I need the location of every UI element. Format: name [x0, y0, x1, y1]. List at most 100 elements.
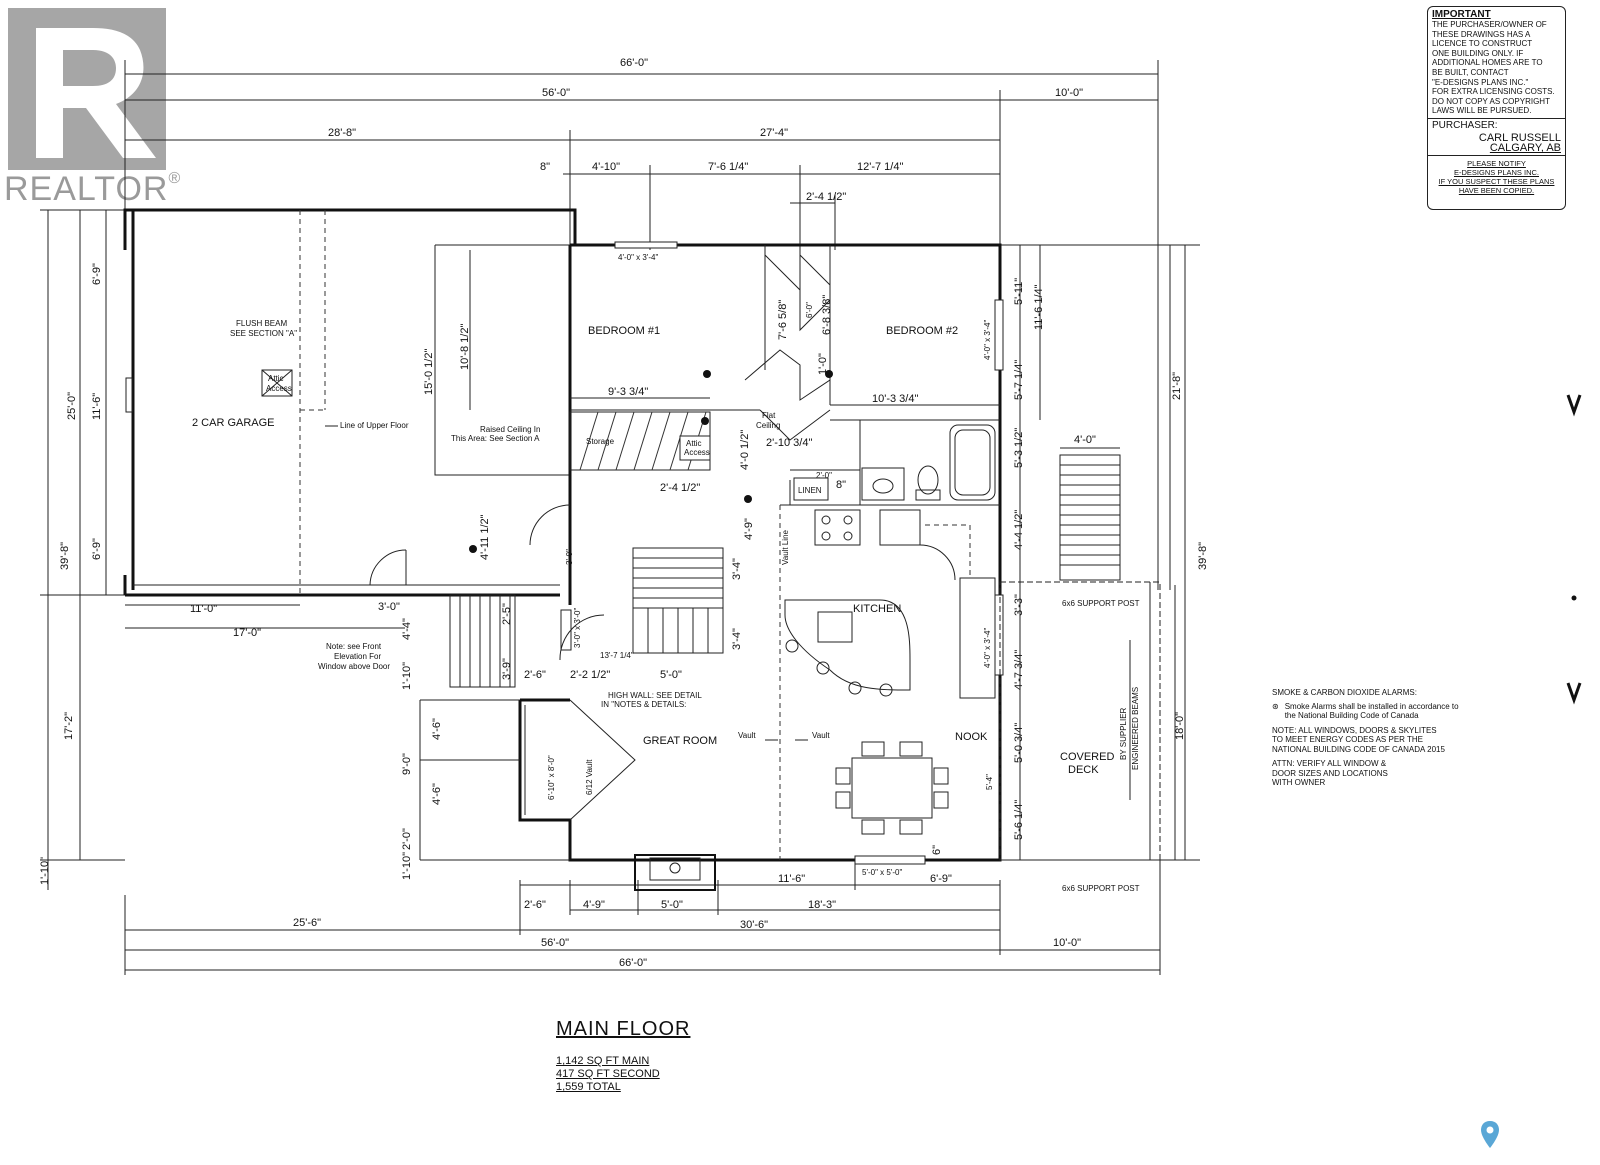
front-window-label: 5'-0" x 5'-0"	[862, 868, 902, 877]
dim-c-8: 8"	[836, 479, 846, 491]
realtor-text: REALTOR	[4, 170, 169, 208]
attn-note: ATTN: VERIFY ALL WINDOW & DOOR SIZES AND…	[1272, 759, 1388, 787]
dim-right-1800: 18'-0"	[1174, 712, 1186, 740]
front-note-1: Note: see Front	[326, 642, 382, 651]
dim-seg-8: 8"	[540, 161, 550, 173]
notice-body: THE PURCHASER/OWNER OF THESE DRAWINGS HA…	[1432, 20, 1555, 116]
dim-c-54: 5'-4"	[985, 774, 994, 790]
deck-label-2: DECK	[1068, 764, 1099, 776]
dim-left-2500: 25'-0"	[66, 392, 78, 420]
dim-right-2108: 21'-8"	[1171, 372, 1183, 400]
entry-window-label: 3'-0" x 3'-0"	[573, 608, 582, 648]
area-main: 1,142 SQ FT MAIN	[556, 1055, 650, 1067]
dim-bot-3006: 30'-6"	[740, 919, 768, 931]
area-total: 1,559 TOTAL	[556, 1081, 621, 1093]
dim-b1-9334: 9'-3 3/4"	[608, 386, 648, 398]
nook: NOOK GREAT ROOM Vault Vault Vault Line 6…	[318, 529, 992, 877]
alarms-heading: SMOKE & CARBON DIOXIDE ALARMS:	[1272, 688, 1417, 697]
kitchen: KITCHEN	[784, 509, 996, 699]
right-dimensions: 21'-8" 39'-8" 18'-0" 5'-11" 11'-6 1/4" 5…	[1000, 244, 1209, 861]
dim-c-49: 4'-9"	[743, 518, 755, 540]
dim-rs-33: 3'-3"	[1013, 594, 1025, 616]
dim-bot-116: 11'-6"	[778, 873, 805, 885]
area-second: 417 SQ FT SECOND	[556, 1068, 660, 1080]
copy-warning: PLEASE NOTIFY E-DESIGNS PLANS INC. IF YO…	[1438, 158, 1555, 195]
dim-c-2212: 2'-2 1/2"	[570, 669, 610, 681]
dim-rs-11614: 11'-6 1/4"	[1033, 284, 1045, 330]
dim-bot-69: 6'-9"	[930, 873, 952, 885]
map-pin-icon[interactable]	[1480, 1120, 1500, 1150]
garage: 2 CAR GARAGE FLUSH BEAM SEE SECTION "A" …	[123, 208, 577, 639]
dim-bot-total: 66'-0"	[619, 957, 647, 969]
dim-left-69a: 6'-9"	[91, 263, 103, 285]
bedrooms: BEDROOM #1 BEDROOM #2 4'-0" x 3'-4" 4'-0…	[570, 253, 1000, 406]
dim-b1-15012: 15'-0 1/2"	[423, 349, 435, 395]
covered-deck: 4'-0" COVERED DECK BY SUPPLIER ENGINEERE…	[999, 434, 1161, 893]
alarms-bullet-text: Smoke Alarms shall be installed in accor…	[1284, 701, 1459, 721]
bottom-dimensions: 25'-6" 56'-0" 10'-0" 30'-6" 66'-0" 2'-6"…	[124, 860, 1161, 975]
great-room-label: GREAT ROOM	[643, 735, 717, 747]
storage-label: Storage	[586, 437, 615, 446]
dim-c-6in: 6"	[931, 845, 943, 855]
dim-rs-5034: 5'-0 3/4"	[1013, 723, 1025, 763]
dim-g-1100: 11'-0"	[190, 603, 217, 615]
beams-2: ENGINEERED BEAMS	[1131, 687, 1140, 770]
raised-ceiling-1: Raised Ceiling In	[480, 425, 540, 434]
storage-stairs: Storage Attic Access Raised Ceiling In T…	[451, 411, 780, 471]
dim-right-3908: 39'-8"	[1197, 542, 1209, 570]
dim-left-69b: 6'-9"	[91, 538, 103, 560]
dim-c-137: 13'-7 1/4"	[600, 651, 634, 660]
dim-rs-5312: 5'-3 1/2"	[1013, 428, 1025, 468]
dim-c-7658: 7'-6 5/8"	[777, 300, 789, 340]
garage-attic-1: Attic	[268, 374, 284, 383]
dim-rs-4412: 4'-4 1/2"	[1013, 510, 1025, 550]
dim-c-110: 1'-10"	[401, 662, 413, 690]
dim-b2-10334: 10'-3 3/4"	[872, 393, 918, 405]
flat-ceiling-1: Flat	[762, 411, 776, 420]
copyright-notice: IMPORTANT THE PURCHASER/OWNER OF THESE D…	[1427, 6, 1566, 210]
great-window-label: 6'-10" x 8'-0"	[547, 755, 556, 800]
vault-label-1: Vault	[738, 731, 756, 740]
dim-top-deck: 10'-0"	[1055, 87, 1083, 99]
dim-left-1702: 17'-2"	[63, 712, 75, 740]
bedroom2-window: 4'-0" x 3'-4"	[983, 320, 992, 360]
dim-g-1700: 17'-0"	[233, 627, 261, 639]
dim-rs-5614: 5'-6 1/4"	[1013, 800, 1025, 840]
support-post-1: 6x6 SUPPORT POST	[1062, 599, 1140, 608]
dim-seg-2412: 2'-4 1/2"	[806, 191, 846, 203]
dim-left-0110: 1'-10"	[39, 857, 51, 885]
dim-b1-10812: 10'-8 1/2"	[459, 324, 471, 370]
left-dimensions: 6'-9" 25'-0" 11'-6" 6'-9" 39'-8" 17'-2" …	[39, 209, 130, 890]
vault-line-label: Vault Line	[781, 529, 790, 565]
front-note-2: Elevation For	[334, 652, 381, 661]
dim-bot-1803: 18'-3"	[808, 899, 836, 911]
dim-c-30b: 3'-0"	[378, 601, 400, 613]
dim-left-116: 11'-6"	[91, 393, 103, 420]
attic-2-2: Access	[684, 448, 710, 457]
dim-c-46a: 4'-6"	[431, 718, 443, 740]
edge-marks	[1566, 394, 1582, 705]
dim-c-34: 3'-4"	[731, 558, 743, 580]
dim-c-6: 6'-0"	[805, 302, 814, 318]
dim-bot-deck: 10'-0"	[1053, 937, 1081, 949]
title-block: MAIN FLOOR 1,142 SQ FT MAIN 417 SQ FT SE…	[556, 1018, 690, 1094]
dim-c-20b: 2'-0"	[401, 828, 413, 850]
dim-rs-4734: 4'-7 3/4"	[1013, 650, 1025, 690]
dim-deck-40: 4'-0"	[1074, 434, 1096, 446]
purchaser-name: CARL RUSSELL	[1478, 131, 1561, 144]
dim-left-3908: 39'-8"	[59, 542, 71, 570]
dim-rs-5714: 5'-7 1/4"	[1013, 360, 1025, 400]
dim-c-1: 1'-0"	[817, 353, 829, 375]
code-notes: SMOKE & CARBON DIOXIDE ALARMS: ⊛ Smoke A…	[1272, 688, 1462, 788]
dim-c-4911: 4'-11 1/2"	[479, 514, 491, 560]
center-dimensions: 4'-0 1/2" 2'-10 3/4" 2'-4 1/2" 2'-0" 8" …	[378, 430, 994, 880]
dim-bot-26: 2'-6"	[524, 899, 546, 911]
bedroom2-label: BEDROOM #2	[886, 325, 958, 337]
dim-bot-main: 56'-0"	[541, 937, 569, 949]
vault-612-label: 6/12 Vault	[585, 759, 594, 795]
dim-c-6838: 6'-8 3/8"	[821, 295, 833, 335]
dim-c-90: 9'-0"	[401, 753, 413, 775]
hall-closets: 7'-6 5/8" 6'-8 3/8" 6'-0" 1'-0"	[744, 254, 833, 441]
dim-top-garage: 28'-8"	[328, 127, 356, 139]
